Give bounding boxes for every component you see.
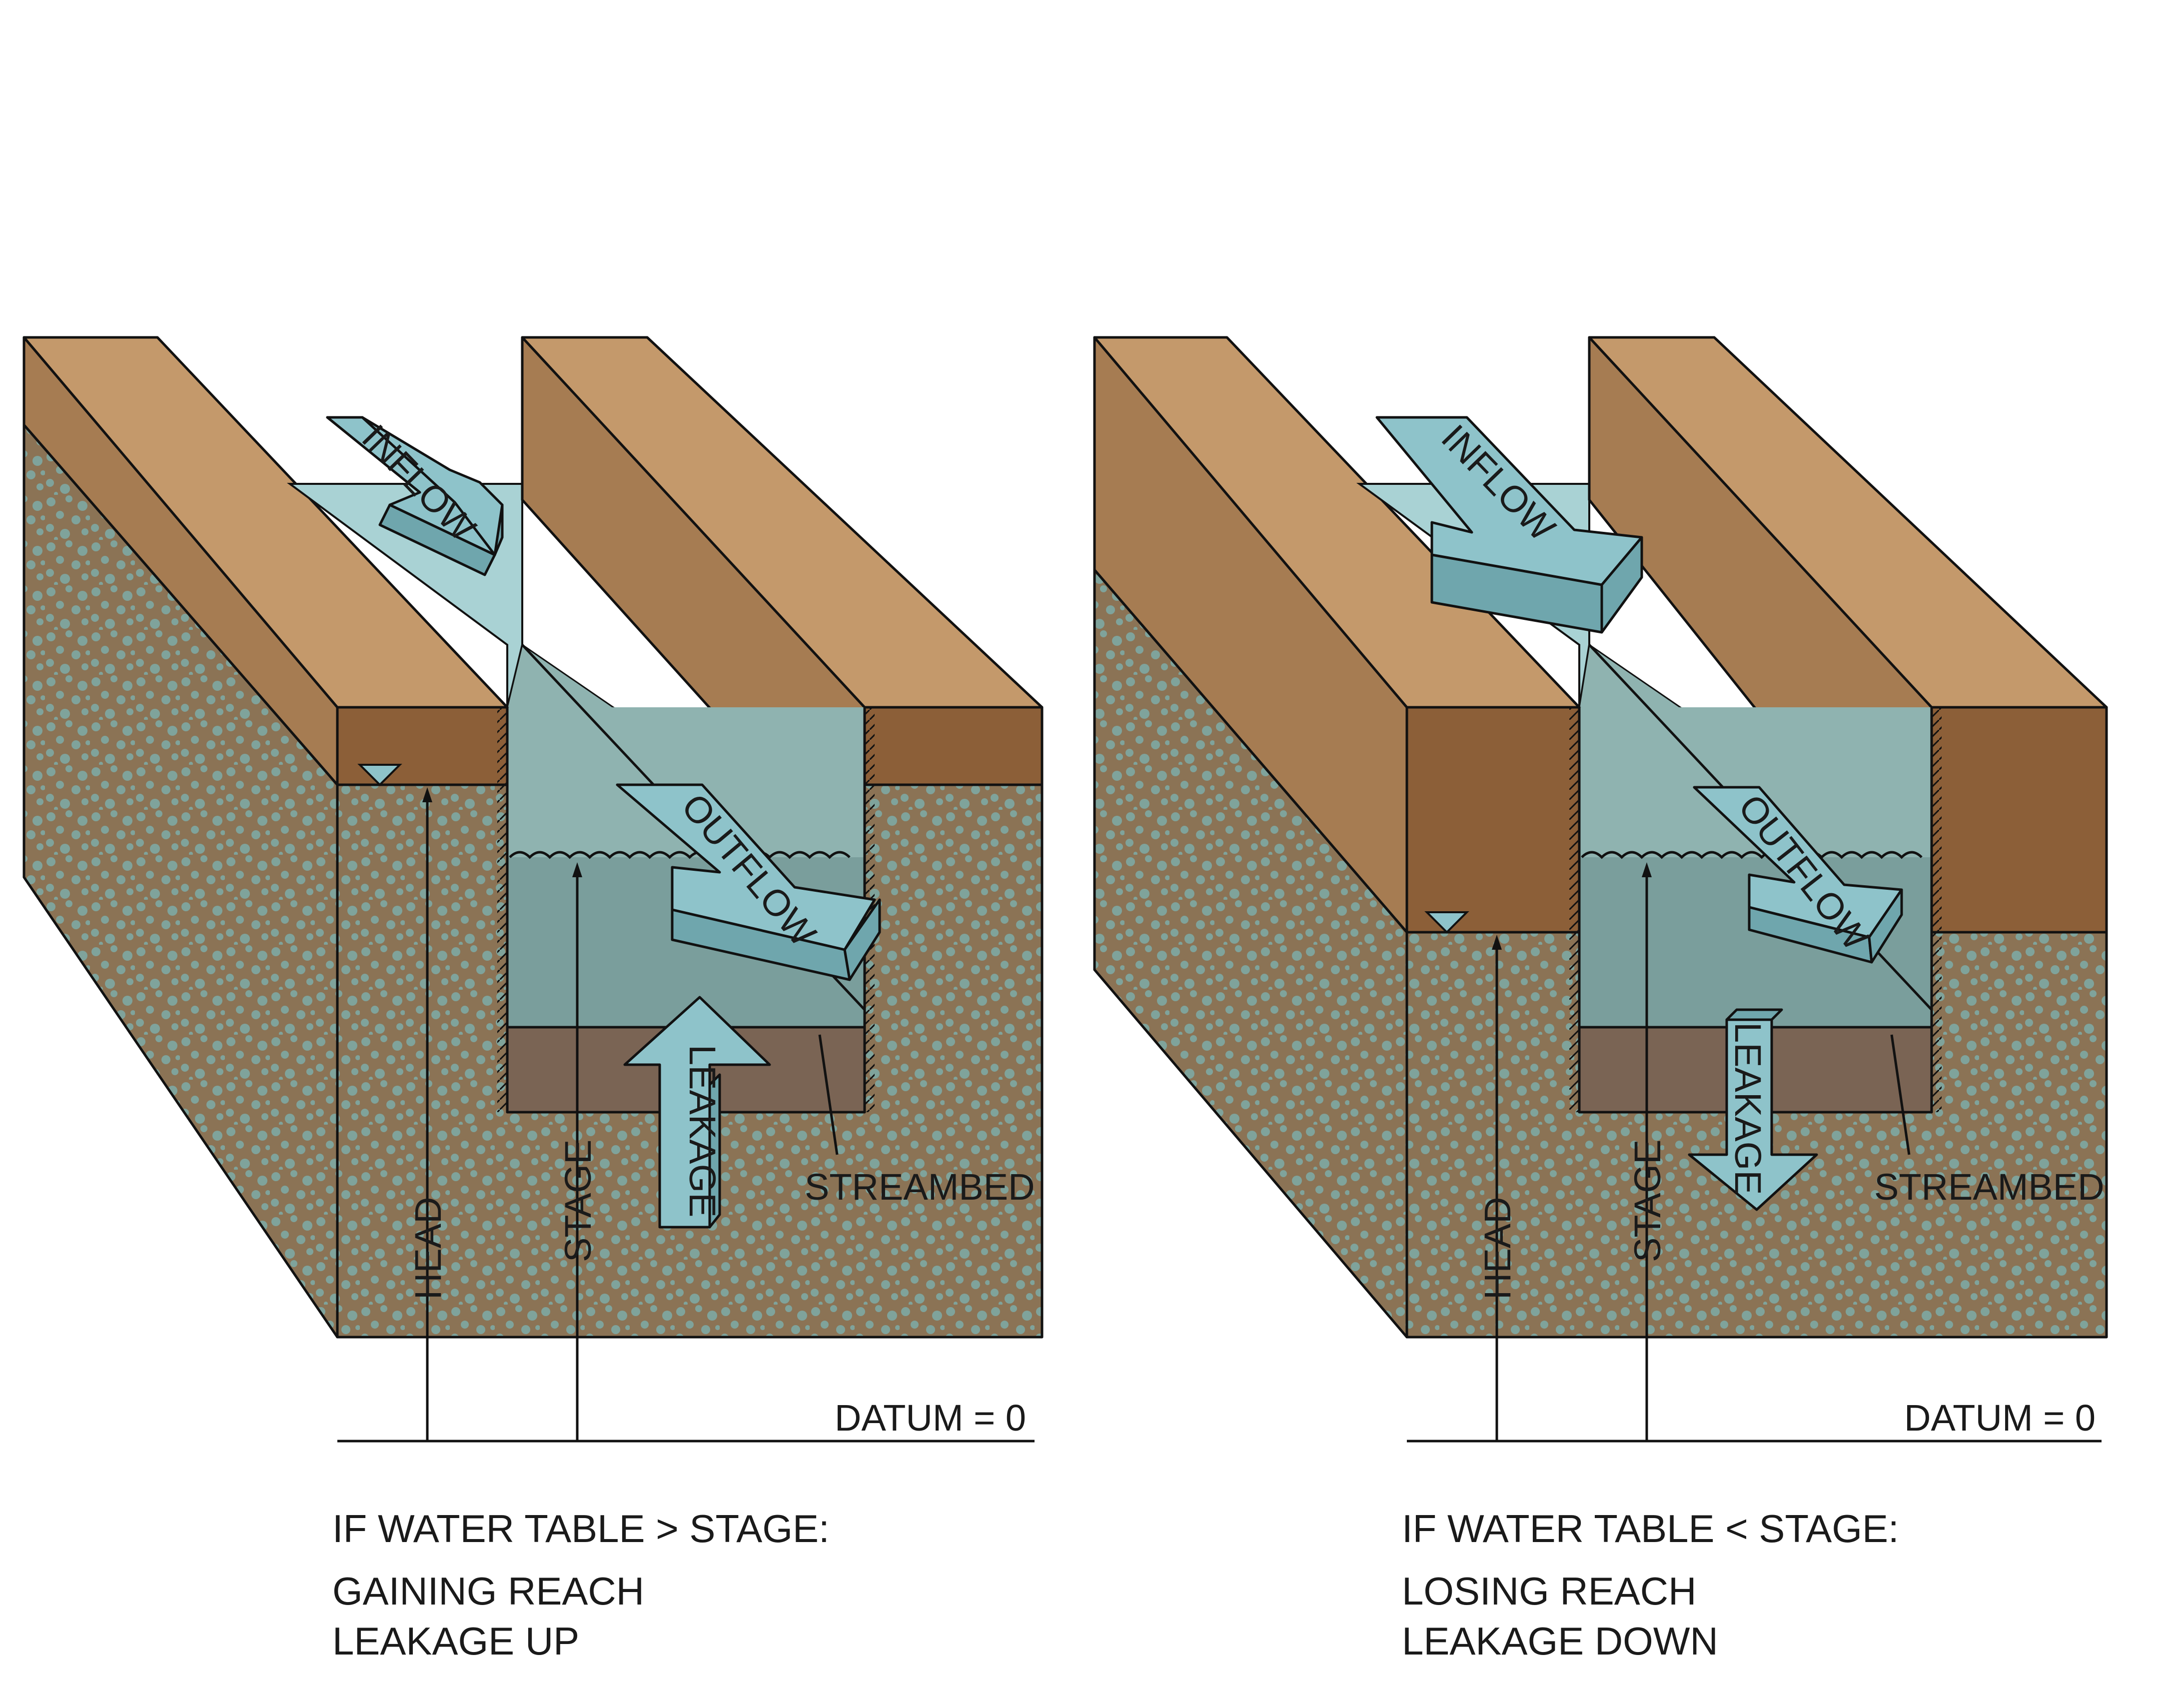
- water-table-triangle-icon: [1424, 911, 1469, 934]
- leakage-down-arrow: [1688, 1008, 1818, 1211]
- datum-label: DATUM = 0: [1904, 1397, 2096, 1439]
- front-bank-right: [1930, 706, 2108, 934]
- leakage-up-arrow: [623, 996, 771, 1229]
- water-ripple: [1581, 851, 1923, 859]
- datum-label: DATUM = 0: [835, 1397, 1026, 1439]
- reach-type-caption: GAINING REACH: [332, 1569, 644, 1613]
- panel-gaining: INFLOW OUTFLOW LEAKAGE STREAMBED HEAD ST…: [22, 336, 1044, 1663]
- streambed-label: STREAMBED: [1874, 1166, 2105, 1208]
- stage-label: STAGE: [1627, 1140, 1668, 1262]
- front-bank-left: [336, 706, 509, 786]
- panel-losing: INFLOW OUTFLOW LEAKAGE STREAMBED HEAD ST…: [1093, 336, 2108, 1663]
- leakage-label: LEAKAGE: [1727, 1022, 1769, 1195]
- leakage-label: LEAKAGE: [682, 1045, 723, 1218]
- front-bank-left: [1405, 706, 1581, 934]
- front-bank-right: [863, 706, 1044, 786]
- condition-caption: IF WATER TABLE > STAGE:: [332, 1507, 830, 1551]
- streambed-label: STREAMBED: [805, 1166, 1035, 1208]
- stage-label: STAGE: [557, 1140, 599, 1262]
- water-table-triangle-icon: [357, 764, 402, 786]
- outflow-arrow: [1693, 786, 1903, 964]
- head-label: HEAD: [1477, 1197, 1518, 1300]
- leakage-direction-caption: LEAKAGE UP: [332, 1619, 579, 1663]
- inflow-arrow: [1375, 416, 1643, 634]
- leakage-direction-caption: LEAKAGE DOWN: [1402, 1619, 1718, 1663]
- water-ripple: [509, 851, 851, 859]
- condition-caption: IF WATER TABLE < STAGE:: [1402, 1507, 1899, 1551]
- inflow-arrow: [326, 416, 504, 576]
- reach-type-caption: LOSING REACH: [1402, 1569, 1696, 1613]
- outflow-arrow: [616, 783, 881, 981]
- head-label: HEAD: [407, 1197, 449, 1300]
